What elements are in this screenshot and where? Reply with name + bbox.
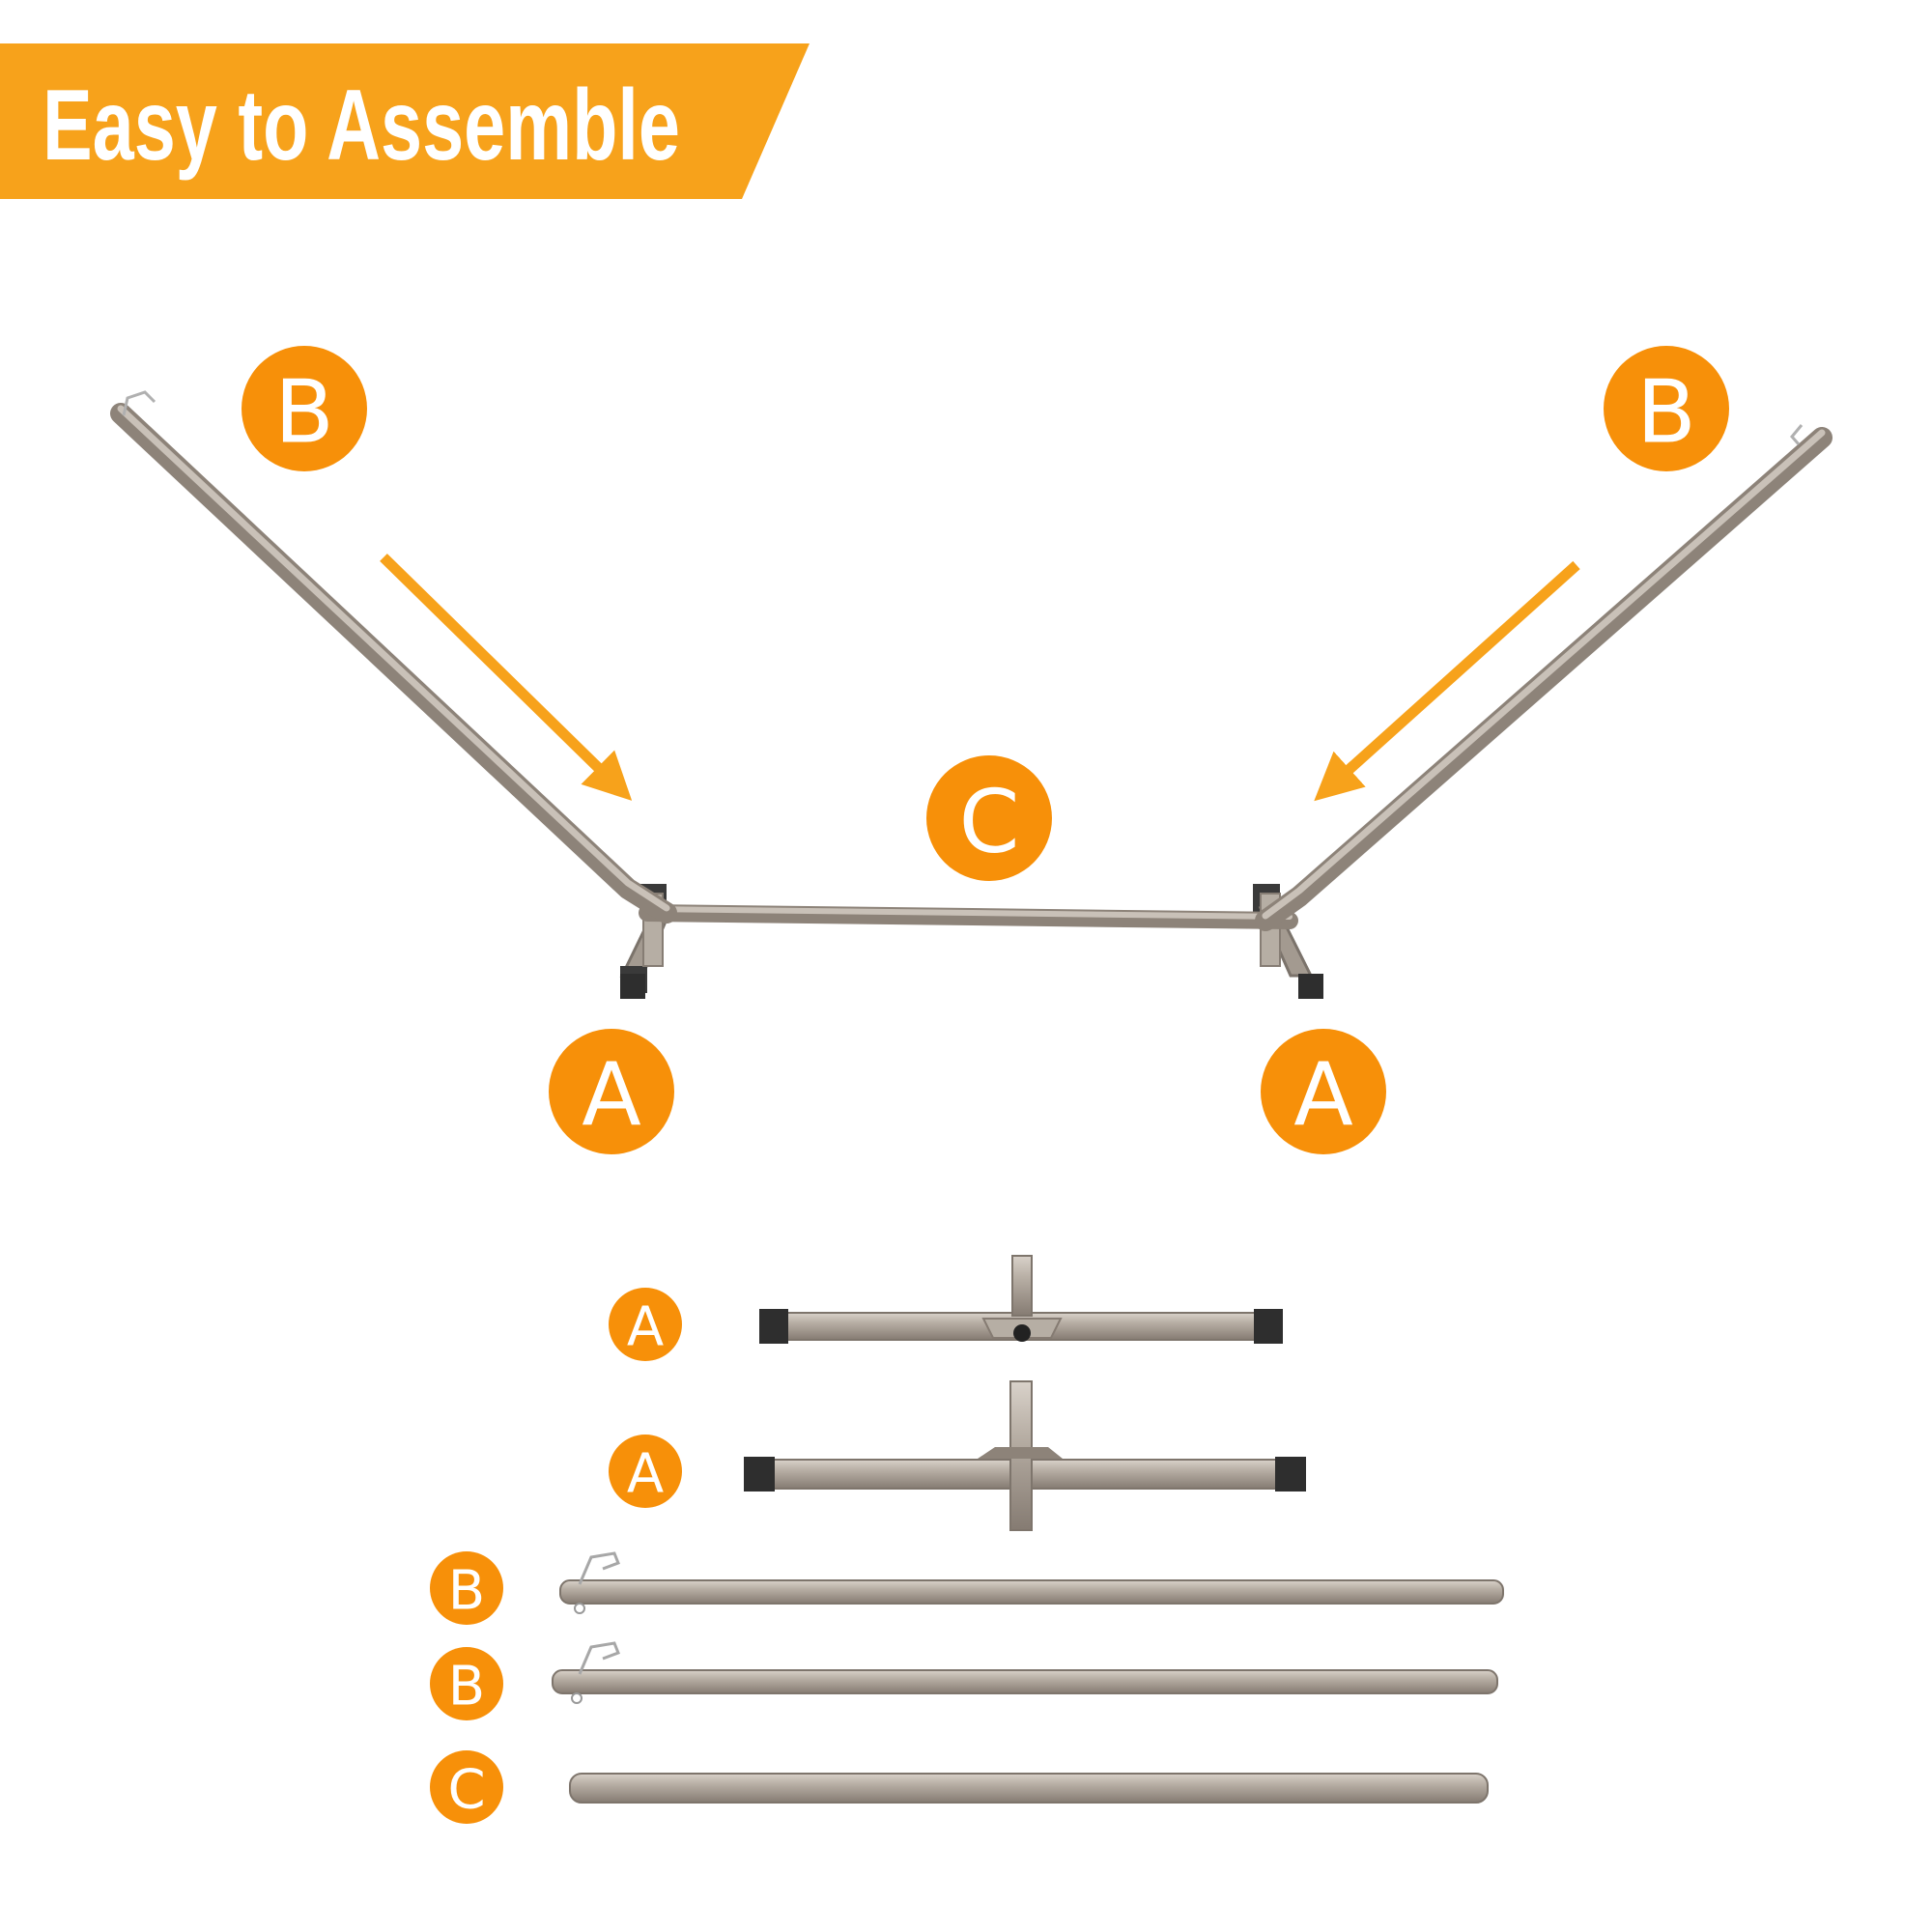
part-a-1 [759, 1255, 1283, 1344]
badge-left-upright: B [242, 346, 367, 471]
part-badge-a-2: A [609, 1435, 682, 1508]
part-badge-a-1: A [609, 1288, 682, 1361]
svg-text:B: B [448, 1656, 485, 1719]
badge-right-base: A [1261, 1029, 1386, 1154]
assembled-left-upright [110, 403, 677, 923]
svg-text:A: A [1293, 1045, 1353, 1147]
badge-left-base: A [549, 1029, 674, 1154]
svg-text:B: B [274, 362, 334, 464]
part-badge-c: C [430, 1750, 503, 1824]
title-banner: Easy to Assemble [0, 43, 810, 199]
right-insert-arrow [1314, 560, 1580, 802]
banner-background [0, 43, 810, 199]
part-c [569, 1773, 1489, 1804]
svg-text:C: C [959, 772, 1020, 873]
svg-text:A: A [582, 1045, 641, 1147]
part-badge-b-1: B [430, 1551, 503, 1625]
svg-text:A: A [627, 1296, 664, 1359]
banner-title: Easy to Assemble [43, 70, 680, 182]
badge-crossbar: C [926, 755, 1052, 881]
svg-text:B: B [448, 1560, 485, 1623]
assembled-right-upright [1255, 427, 1833, 931]
part-b-1 [559, 1551, 1504, 1614]
svg-text:B: B [1636, 362, 1696, 464]
assembled-stand [110, 390, 1833, 999]
part-a-2 [744, 1380, 1306, 1531]
assembled-crossbar [639, 904, 1298, 929]
part-b-2 [552, 1641, 1498, 1704]
svg-text:A: A [627, 1443, 664, 1506]
left-insert-arrow [380, 554, 633, 801]
part-badge-b-2: B [430, 1647, 503, 1720]
badge-right-upright: B [1604, 346, 1729, 471]
parts-list: A A B B C [430, 1255, 1504, 1824]
svg-text:C: C [447, 1759, 485, 1822]
